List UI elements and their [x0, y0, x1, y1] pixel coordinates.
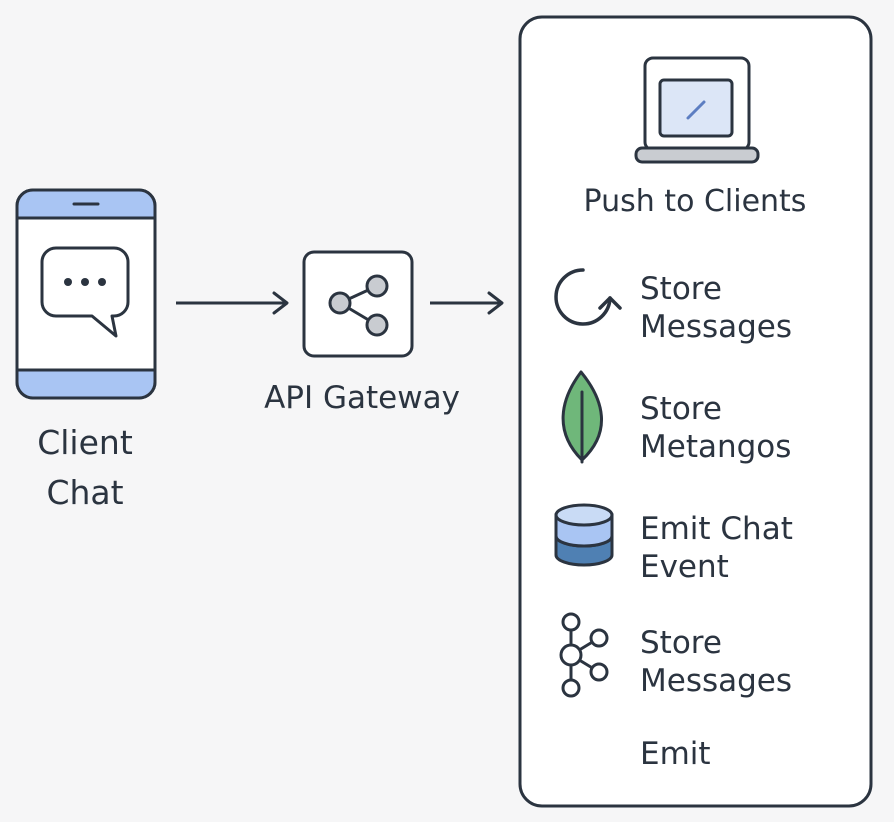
database-icon — [554, 503, 614, 567]
emit-chat-event-label: Emit Chat Event — [640, 511, 793, 585]
chat-bubble-icon — [40, 246, 130, 338]
refresh-icon — [554, 268, 622, 326]
store-messages-label: Store Messages — [640, 271, 793, 345]
gateway-box — [302, 250, 414, 358]
gateway-label: API Gateway — [264, 380, 460, 416]
share-icon — [328, 274, 389, 337]
emit-label: Emit — [640, 736, 711, 772]
store-messages-label-2: Store Messages — [640, 625, 793, 699]
store-metangos-label: Store Metangos — [640, 391, 792, 465]
client-label: Client Chat — [37, 423, 133, 512]
laptop-icon — [634, 56, 760, 164]
arrow-client-to-gateway — [176, 291, 289, 315]
leaf-icon — [561, 370, 604, 464]
push-to-clients-label: Push to Clients — [583, 184, 807, 219]
arrow-gateway-to-panel — [430, 291, 504, 315]
services-panel — [518, 15, 873, 808]
graph-nodes-icon — [559, 612, 609, 698]
